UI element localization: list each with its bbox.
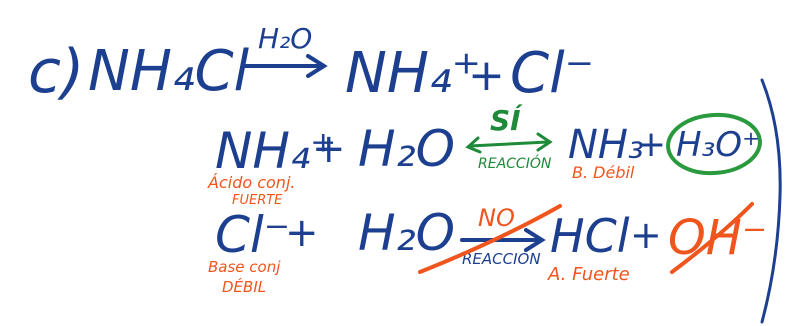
reaction-arrow-1 bbox=[243, 54, 328, 78]
reactant-cl-ion: Cl⁻ bbox=[215, 206, 290, 264]
product-h3o-ion: H₃O⁺ bbox=[676, 125, 760, 165]
arrow-label-water: H₂O bbox=[258, 22, 312, 55]
arrow-label-reaccion: REACCIÓN bbox=[478, 154, 552, 172]
reactant-nh4-ion: NH₄⁺ bbox=[215, 122, 336, 180]
product-nh4-ion: NH₄⁺ bbox=[345, 41, 481, 106]
reaction-arrow-3 bbox=[460, 228, 546, 252]
product-hcl: HCl bbox=[550, 209, 630, 263]
equilibrium-arrow bbox=[465, 132, 553, 154]
plus-sign: + bbox=[285, 210, 319, 256]
water: H₂O bbox=[358, 204, 455, 262]
note-acido-conj: Ácido conj. bbox=[207, 173, 295, 192]
cross-out-stroke bbox=[418, 204, 562, 274]
plus-sign: + bbox=[636, 124, 666, 165]
cross-out-stroke bbox=[670, 202, 754, 274]
arrow-label-no: NO bbox=[478, 204, 515, 232]
note-a-fuerte: A. Fuerte bbox=[547, 264, 630, 285]
water: H₂O bbox=[358, 120, 455, 178]
plus-sign: + bbox=[312, 126, 346, 172]
arrow-label-si: SÍ bbox=[490, 103, 523, 137]
reactant-nh4cl: NH₄Cl bbox=[88, 39, 250, 104]
plus-sign: + bbox=[630, 213, 662, 257]
product-cl-ion: Cl⁻ bbox=[510, 41, 594, 106]
part-label: c) bbox=[28, 37, 84, 107]
note-fuerte: FUERTE bbox=[232, 193, 283, 208]
note-b-debil: B. Débil bbox=[572, 163, 635, 182]
note-base-conj: Base conj bbox=[208, 258, 281, 276]
highlight-circle bbox=[666, 112, 762, 176]
arrow-label-reaccion: REACCIÓN bbox=[462, 249, 541, 268]
plus-sign: + bbox=[468, 50, 505, 101]
note-debil: DÉBIL bbox=[222, 277, 266, 296]
product-nh3: NH₃ bbox=[568, 122, 644, 168]
right-bracket bbox=[760, 78, 782, 324]
